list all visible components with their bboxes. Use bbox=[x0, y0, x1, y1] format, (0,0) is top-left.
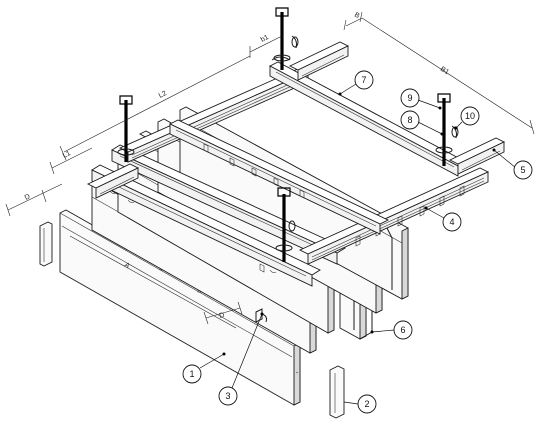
callout-8-label: 8 bbox=[407, 115, 412, 125]
dim-label-a: A bbox=[123, 262, 131, 271]
dim-top-left-small: b1 bbox=[249, 34, 283, 58]
hanger-rod-left bbox=[117, 95, 135, 162]
callout-1-label: 1 bbox=[189, 369, 194, 379]
callout-9-label: 9 bbox=[407, 93, 412, 103]
dim-label-l2: L2 bbox=[158, 90, 168, 100]
carrier-rail-front bbox=[91, 164, 321, 287]
back-right-rail-clips bbox=[203, 143, 305, 199]
callout-4-label: 4 bbox=[449, 217, 454, 227]
hanger-rod-back bbox=[271, 7, 299, 70]
callout-1: 1 bbox=[182, 352, 226, 384]
back-right-rail bbox=[168, 119, 390, 235]
dim-panel-length: A bbox=[69, 235, 237, 329]
callout-6: 6 bbox=[370, 320, 413, 340]
dim-label-l1: L1 bbox=[62, 150, 72, 160]
end-cap-left bbox=[39, 221, 53, 267]
callout-8: 8 bbox=[400, 110, 444, 136]
dim-label-b1-small: b1 bbox=[260, 34, 270, 44]
dimension-lines: B B1 b1 L2 L1 D bbox=[5, 12, 535, 329]
carrier-rails bbox=[86, 41, 506, 287]
hanger-rods bbox=[117, 7, 459, 262]
callout-4: 4 bbox=[424, 206, 462, 232]
callout-9: 9 bbox=[400, 88, 442, 110]
callout-3: 3 bbox=[218, 312, 264, 406]
left-cross-rail bbox=[86, 163, 140, 199]
carrier-rail-right bbox=[298, 167, 490, 265]
dim-panel-bottom: D bbox=[203, 301, 243, 325]
dim-top-right-long: B1 bbox=[361, 17, 535, 135]
callout-2: 2 bbox=[343, 394, 377, 414]
upper-cross-rail bbox=[288, 41, 350, 81]
dim-top-left-long: L2 bbox=[59, 55, 251, 161]
dim-label-b: B bbox=[353, 12, 361, 21]
right-cross-rail-5 bbox=[448, 137, 506, 175]
callouts: 1 2 3 4 5 6 bbox=[182, 70, 533, 414]
end-cap-part-2 bbox=[329, 365, 345, 419]
callout-6-label: 6 bbox=[400, 325, 405, 335]
hanger-rod-right bbox=[435, 93, 459, 166]
main-carrier-rail-7 bbox=[269, 61, 467, 177]
carrier-rail-middle bbox=[111, 144, 346, 265]
callout-7: 7 bbox=[338, 70, 374, 96]
callout-7-label: 7 bbox=[361, 75, 366, 85]
dim-left-far: D bbox=[5, 183, 63, 217]
rail-back-perforations bbox=[131, 76, 306, 159]
dim-left-small: L1 bbox=[49, 147, 93, 175]
callout-3-label: 3 bbox=[225, 391, 230, 401]
callout-2-label: 2 bbox=[364, 399, 369, 409]
panel-1 bbox=[59, 209, 301, 406]
dim-label-d-left: D bbox=[24, 193, 32, 202]
dim-label-d-panel: D bbox=[219, 312, 226, 320]
callout-5-label: 5 bbox=[520, 165, 525, 175]
dim-label-b1: B1 bbox=[439, 66, 450, 77]
hanger-rod-front bbox=[275, 187, 296, 262]
callout-10-label: 10 bbox=[465, 111, 475, 121]
callout-5: 5 bbox=[492, 148, 533, 180]
dim-top-right-short: B bbox=[343, 12, 363, 31]
callout-10: 10 bbox=[454, 106, 480, 130]
